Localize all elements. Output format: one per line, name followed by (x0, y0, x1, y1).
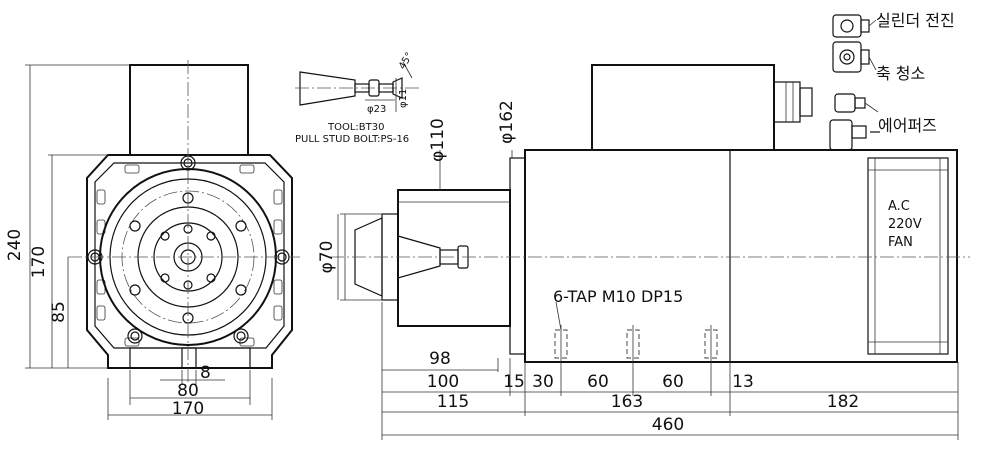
air-fittings (829, 14, 880, 151)
tool-pull-stud: PULL STUD BOLT:PS-16 (295, 134, 409, 145)
tap-note: 6-TAP M10 DP15 (553, 287, 683, 306)
dim-13: 13 (732, 372, 754, 392)
dim-85: 85 (49, 301, 69, 323)
front-body-inner (94, 162, 285, 349)
dim-60-a: 60 (587, 372, 609, 392)
legend-shaft-clean: 축 청소 (876, 64, 925, 83)
tool-d23: φ23 (367, 104, 386, 115)
legend-cylinder: 실린더 전진 (876, 11, 955, 30)
fitting-legend: 실린더 전진 축 청소 에어퍼즈 (876, 11, 955, 135)
side-view: φ110 φ162 φ70 6-TAP M10 DP15 A.C 220V FA… (317, 14, 970, 440)
front-cooling-fins (96, 164, 283, 347)
dim-100: 100 (427, 372, 459, 392)
fan-label-2: 220V (888, 217, 922, 232)
dim-8: 8 (200, 363, 211, 383)
nose-housing (397, 189, 511, 327)
tool-d11: φ11 (398, 89, 409, 108)
dim-15: 15 (503, 372, 525, 392)
motor-body (524, 149, 958, 363)
cable-gland (773, 81, 801, 123)
dim-60-b: 60 (662, 372, 684, 392)
dim-phi110: φ110 (428, 118, 448, 162)
dim-163: 163 (611, 392, 643, 412)
fan-label-1: A.C (888, 199, 910, 214)
dim-30: 30 (532, 372, 554, 392)
dim-115: 115 (437, 392, 469, 412)
front-dimensions (25, 64, 273, 420)
dim-170-vertical: 170 (29, 246, 49, 278)
tool-name: TOOL:BT30 (327, 122, 384, 133)
front-bottom-slot (181, 347, 197, 369)
dim-182: 182 (827, 392, 859, 412)
tapped-holes (554, 329, 718, 359)
front-flange (509, 157, 526, 355)
front-bottom-mount (129, 347, 251, 369)
side-dimension-lines (381, 302, 959, 440)
dim-460: 460 (652, 415, 684, 435)
tool-chamfer: 45° (397, 51, 415, 72)
dim-phi162: φ162 (497, 100, 517, 144)
legend-air-purge: 에어퍼즈 (878, 116, 937, 135)
front-body-outline (86, 154, 293, 369)
dim-170-horizontal: 170 (172, 399, 204, 419)
front-view: 240 170 85 8 80 170 (5, 60, 300, 420)
tool-holder (354, 217, 383, 297)
fan-label-3: FAN (888, 235, 913, 250)
fan-housing (867, 157, 949, 355)
dim-240: 240 (5, 229, 25, 261)
front-terminal-box (129, 64, 249, 156)
tool-detail: 45° φ23 φ11 TOOL:BT30 PULL STUD BOLT:PS-… (295, 51, 420, 145)
dim-phi70: φ70 (317, 241, 337, 274)
side-terminal-box (591, 64, 775, 151)
dim-98: 98 (429, 349, 451, 369)
dim-80: 80 (177, 381, 199, 401)
